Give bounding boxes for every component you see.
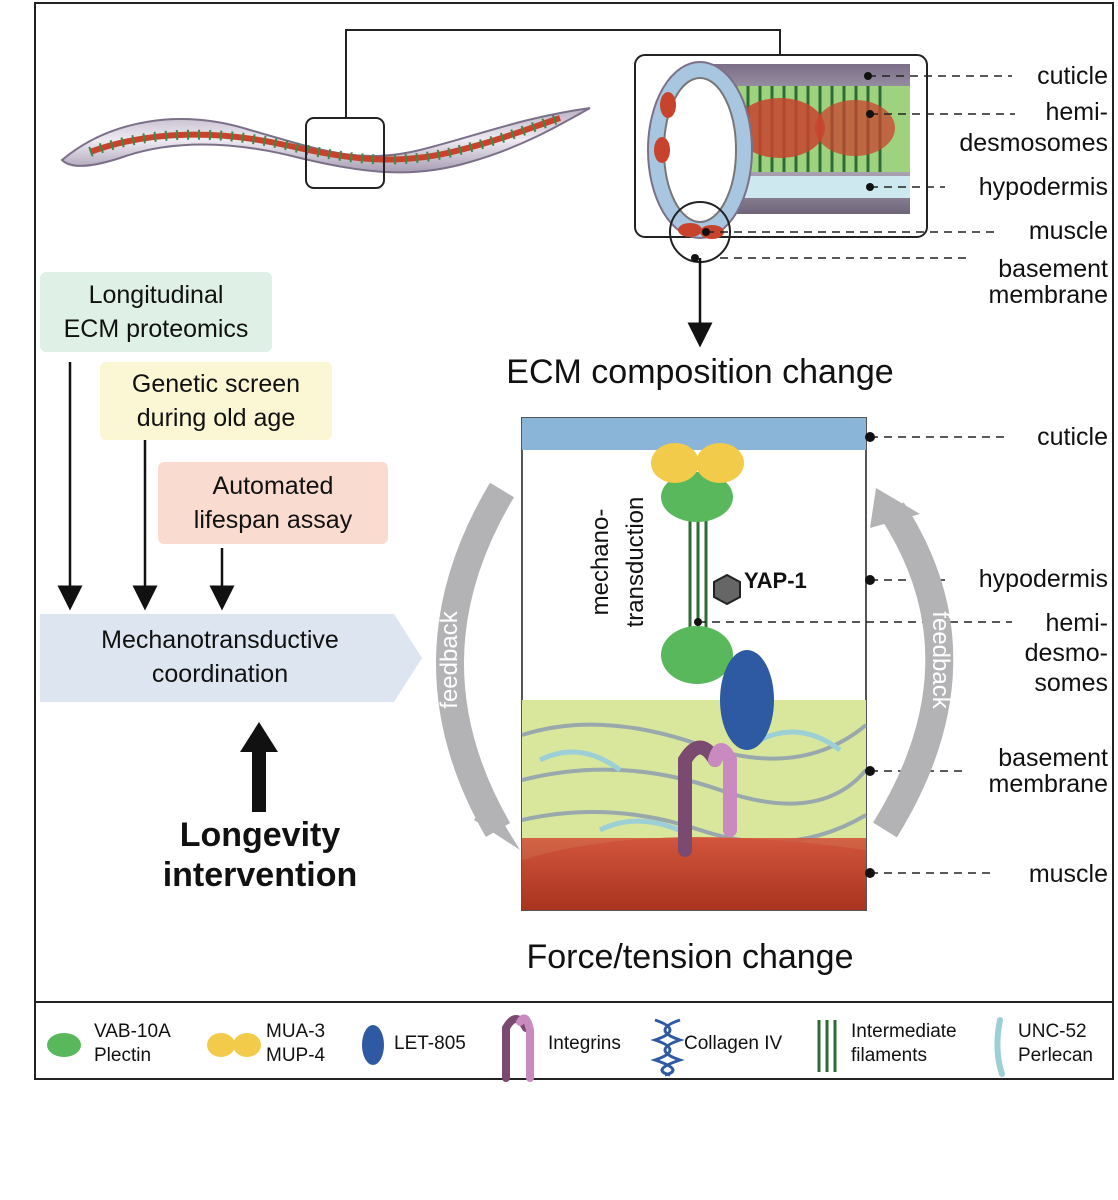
plectin-icon bbox=[47, 1033, 81, 1057]
longevity-line-2: intervention bbox=[162, 856, 358, 894]
legend-if-2: filaments bbox=[851, 1045, 928, 1066]
legend-icons bbox=[47, 1014, 1005, 1082]
figure-frame bbox=[34, 2, 1114, 1080]
mechano-label-2: transduction bbox=[622, 496, 649, 628]
label-bm-top-1: basement bbox=[998, 255, 1108, 283]
coordination-line-2: coordination bbox=[151, 660, 289, 688]
detail-panel bbox=[521, 417, 868, 911]
detail-hypodermis-label: hypodermis bbox=[978, 565, 1108, 593]
force-change-heading: Force/tension change bbox=[526, 938, 854, 976]
label-hypodermis-top: hypodermis bbox=[978, 173, 1108, 201]
legend-integrins: Integrins bbox=[548, 1033, 621, 1054]
legend-unc-1: UNC-52 bbox=[1018, 1021, 1087, 1042]
cross-section-illustration bbox=[634, 54, 928, 263]
detail-bm-1: basement bbox=[998, 744, 1108, 772]
label-cuticle-top: cuticle bbox=[1037, 62, 1108, 90]
longevity-arrow bbox=[240, 722, 278, 812]
method-arrows bbox=[57, 362, 235, 611]
detail-hemi-3: somes bbox=[1034, 669, 1108, 697]
cross-section-leaders bbox=[706, 75, 1015, 259]
collagen-icon bbox=[650, 1018, 685, 1077]
proteomics-line-1: Longitudinal bbox=[88, 281, 224, 309]
label-muscle-top: muscle bbox=[1028, 217, 1108, 245]
legend-if-1: Intermediate bbox=[851, 1021, 957, 1042]
label-bm-top-2: membrane bbox=[988, 281, 1109, 309]
detail-hemi-2: desmo- bbox=[1024, 639, 1108, 667]
feedback-arrow-left bbox=[436, 482, 515, 837]
let805-icon bbox=[362, 1025, 384, 1065]
legend-unc-2: Perlecan bbox=[1018, 1045, 1093, 1066]
screen-line-2: during old age bbox=[136, 404, 296, 432]
legend-mua-1: MUA-3 bbox=[266, 1021, 326, 1042]
perlecan-icon bbox=[994, 1017, 1005, 1077]
proteomics-box: Longitudinal ECM proteomics bbox=[40, 272, 272, 352]
proteomics-line-2: ECM proteomics bbox=[63, 315, 249, 343]
coordination-box bbox=[40, 614, 422, 702]
legend-vab-1: VAB-10A bbox=[94, 1021, 171, 1042]
lifespan-box: Automated lifespan assay bbox=[158, 462, 388, 544]
lifespan-line-1: Automated bbox=[212, 472, 334, 500]
label-hemi-top-2: desmosomes bbox=[959, 129, 1108, 157]
legend-collagen: Collagen IV bbox=[684, 1033, 783, 1054]
legend-let805: LET-805 bbox=[394, 1033, 466, 1054]
integrin-icon bbox=[502, 1015, 530, 1082]
mua-icon bbox=[207, 1033, 235, 1057]
filament-icon bbox=[817, 1020, 837, 1072]
detail-bm-2: membrane bbox=[988, 770, 1109, 798]
mechano-label-1: mechano- bbox=[587, 508, 614, 616]
legend-mua-2: MUP-4 bbox=[266, 1045, 326, 1066]
feedback-label-right: feedback bbox=[927, 611, 954, 709]
detail-cuticle-label: cuticle bbox=[1037, 423, 1108, 451]
legend-divider bbox=[34, 1001, 1114, 1003]
detail-dots bbox=[694, 432, 875, 878]
screen-line-1: Genetic screen bbox=[131, 370, 301, 398]
feedback-arrow-right bbox=[873, 502, 954, 838]
feedback-label-left: feedback bbox=[436, 611, 463, 709]
detail-muscle-label: muscle bbox=[1028, 860, 1108, 888]
legend-vab-2: Plectin bbox=[94, 1045, 152, 1066]
yap-label: YAP-1 bbox=[744, 568, 807, 593]
genetic-screen-box: Genetic screen during old age bbox=[100, 362, 332, 440]
longevity-line-1: Longevity bbox=[179, 816, 341, 854]
coordination-line-1: Mechanotransductive bbox=[101, 626, 339, 654]
ecm-change-heading: ECM composition change bbox=[506, 353, 894, 391]
connector-line bbox=[345, 29, 781, 118]
lifespan-line-2: lifespan assay bbox=[193, 506, 353, 534]
cross-section-dots bbox=[691, 72, 874, 262]
label-hemi-top-1: hemi- bbox=[1045, 98, 1108, 126]
worm-illustration bbox=[60, 107, 591, 174]
detail-hemi-1: hemi- bbox=[1045, 609, 1108, 637]
